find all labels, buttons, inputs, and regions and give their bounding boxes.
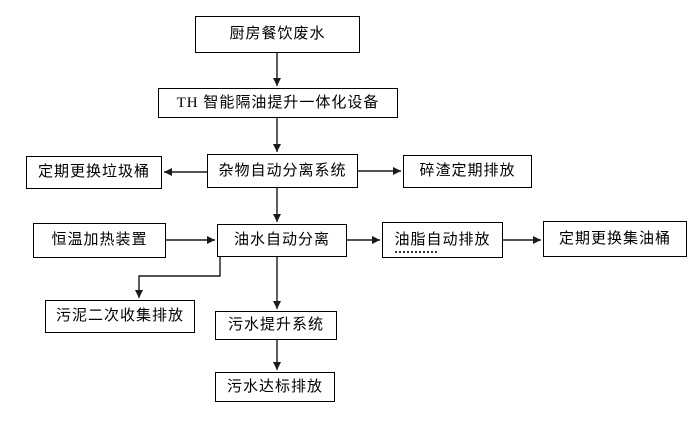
node-residue-periodic-discharge: 碎渣定期排放	[403, 155, 532, 188]
node-debris-separation-system: 杂物自动分离系统	[207, 154, 358, 188]
grease-auto-discharge-label: 油脂自动排放	[394, 231, 491, 248]
node-constant-temp-heating: 恒温加热装置	[33, 223, 166, 258]
node-th-integrated-device: TH 智能隔油提升一体化设备	[158, 88, 398, 118]
node-kitchen-wastewater: 厨房餐饮废水	[195, 16, 360, 53]
node-sewage-lifting-system: 污水提升系统	[215, 311, 337, 340]
node-replace-trash-bin: 定期更换垃圾桶	[26, 156, 162, 189]
node-oil-water-separation: 油水自动分离	[217, 224, 347, 257]
node-sewage-standard-discharge: 污水达标排放	[215, 372, 335, 402]
node-replace-oil-collection-barrel: 定期更换集油桶	[543, 221, 687, 257]
node-grease-auto-discharge: 油脂自动排放	[382, 222, 503, 258]
node-sludge-secondary-collection: 污泥二次收集排放	[45, 300, 195, 333]
spellcheck-dotted-underline	[395, 251, 437, 253]
